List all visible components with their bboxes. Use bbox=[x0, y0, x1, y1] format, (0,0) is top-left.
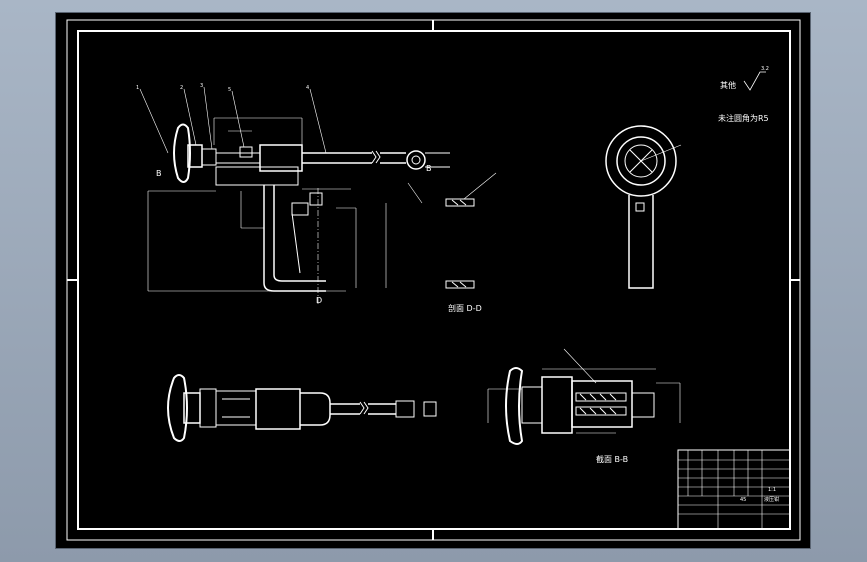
title-material: 45 bbox=[740, 497, 746, 503]
section-b-label: 截面 B-B bbox=[596, 454, 628, 464]
balloon-1: 1 bbox=[136, 85, 139, 91]
title-block bbox=[677, 449, 791, 530]
balloon-4: 4 bbox=[306, 85, 309, 91]
balloon-5: 5 bbox=[228, 87, 231, 93]
title-scale: 1:1 bbox=[768, 487, 776, 493]
callout-b-left: B bbox=[156, 169, 162, 178]
section-d-label: 剖面 D-D bbox=[448, 303, 482, 313]
fillet-note: 未注圆角为R5 bbox=[718, 113, 769, 123]
cad-drawing: 其他 3.2 未注圆角为R5 剖面 D-D 截面 B-B B B D 1 2 3… bbox=[66, 19, 801, 541]
balloon-3: 3 bbox=[200, 83, 203, 89]
roughness-label: 其他 bbox=[720, 80, 736, 90]
section-d-marks bbox=[445, 172, 497, 289]
inner-frame bbox=[77, 30, 791, 530]
callout-d: D bbox=[316, 296, 322, 305]
callout-b-right: B bbox=[426, 164, 432, 173]
section-bb-view bbox=[487, 348, 681, 445]
front-view bbox=[139, 86, 450, 305]
title-drawing-name: 液压钳 bbox=[764, 496, 779, 503]
roughness-symbol bbox=[743, 71, 766, 91]
outer-frame bbox=[66, 19, 801, 541]
side-view bbox=[605, 125, 682, 289]
top-view bbox=[167, 374, 437, 442]
balloon-2: 2 bbox=[180, 85, 183, 91]
drawing-sheet: 其他 3.2 未注圆角为R5 剖面 D-D 截面 B-B B B D 1 2 3… bbox=[56, 13, 810, 548]
roughness-value: 3.2 bbox=[761, 66, 769, 72]
